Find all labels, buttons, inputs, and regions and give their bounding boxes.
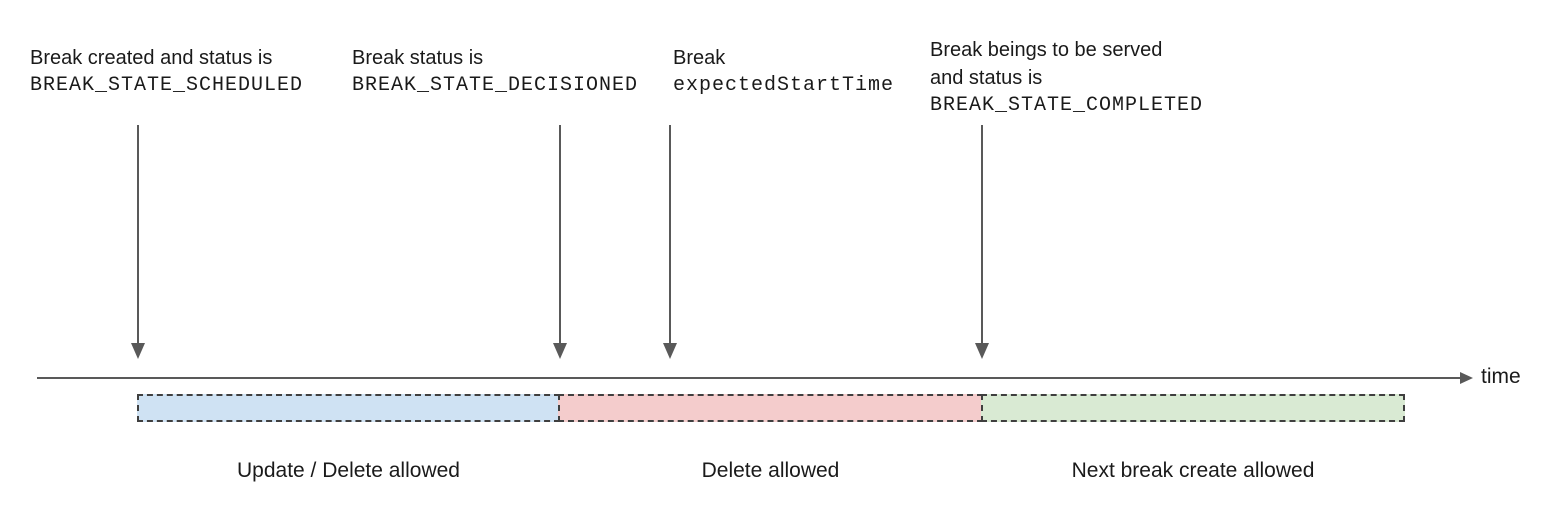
time-axis-label: time <box>1481 365 1521 388</box>
time-axis-arrow-icon <box>1460 372 1473 384</box>
annotation-decisioned: Break status is BREAK_STATE_DECISIONED <box>352 44 638 100</box>
segment-label-next-break-create: Next break create allowed <box>1071 459 1315 482</box>
annotation-decisioned-code: BREAK_STATE_DECISIONED <box>352 74 639 97</box>
time-axis-line <box>37 377 1460 379</box>
annotation-decisioned-text: Break status is <box>352 47 484 69</box>
down-arrow-completed <box>981 125 983 345</box>
annotation-completed: Break beings to be served and status is … <box>930 36 1203 120</box>
down-arrow-scheduled <box>137 125 139 345</box>
segment-update-delete-allowed <box>137 394 560 422</box>
segment-delete-allowed <box>558 394 983 422</box>
annotation-scheduled-text: Break created and status is <box>30 47 273 69</box>
segment-next-break-create-allowed <box>981 394 1405 422</box>
annotation-completed-text-line2: and status is <box>930 67 1043 89</box>
annotation-completed-code: BREAK_STATE_COMPLETED <box>930 94 1204 117</box>
annotation-expected-start-text: Break <box>673 47 726 69</box>
annotation-scheduled: Break created and status is BREAK_STATE_… <box>30 44 303 100</box>
segment-label-update-delete: Update / Delete allowed <box>237 459 460 482</box>
down-arrow-decisioned <box>559 125 561 345</box>
annotation-expected-start: Break expectedStartTime <box>673 44 894 100</box>
down-arrow-completed-head-icon <box>975 343 989 359</box>
down-arrow-scheduled-head-icon <box>131 343 145 359</box>
segment-label-delete: Delete allowed <box>701 459 840 482</box>
down-arrow-expected-start <box>669 125 671 345</box>
down-arrow-expected-start-head-icon <box>663 343 677 359</box>
annotation-expected-start-code: expectedStartTime <box>673 74 895 97</box>
annotation-scheduled-code: BREAK_STATE_SCHEDULED <box>30 74 304 97</box>
down-arrow-decisioned-head-icon <box>553 343 567 359</box>
annotation-completed-text-line1: Break beings to be served <box>930 39 1163 61</box>
